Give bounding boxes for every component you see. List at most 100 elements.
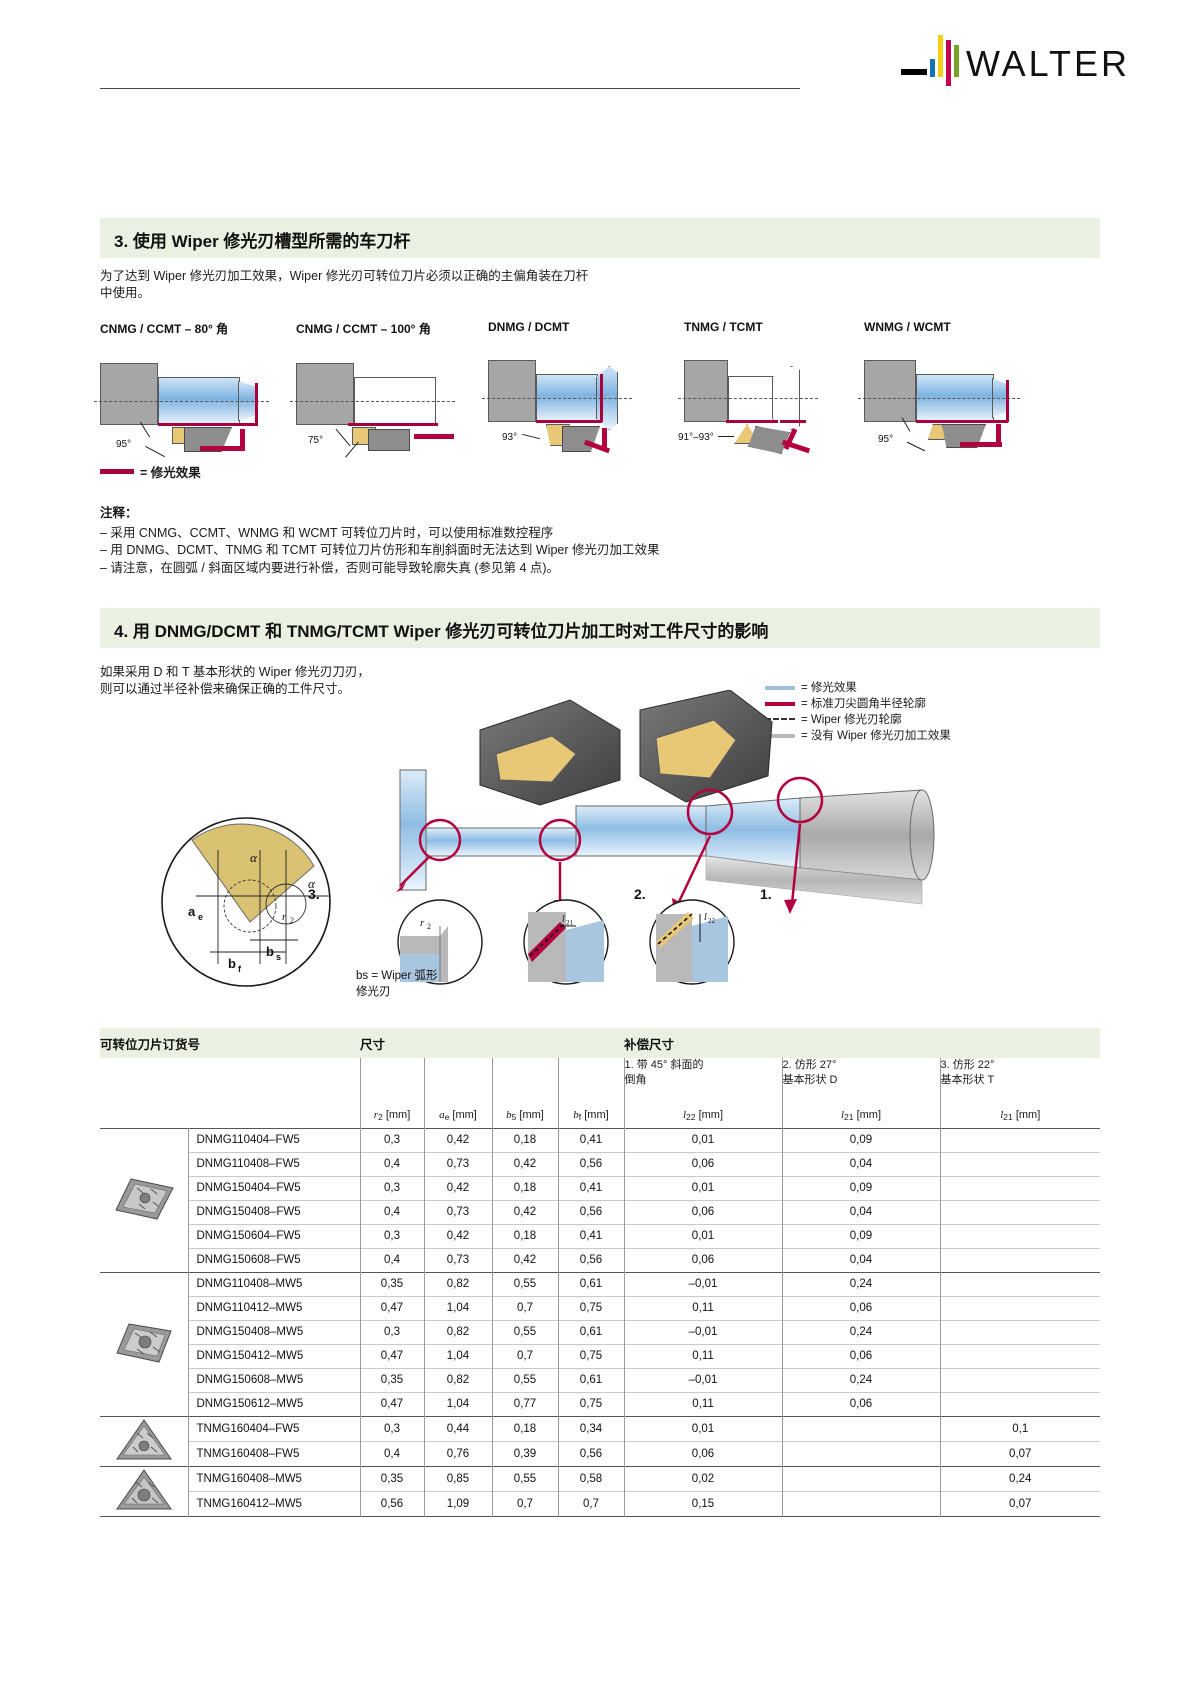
unit-header-l21-t: l21 [mm] [939, 1104, 1100, 1128]
section-4-title: 4. 用 DNMG/DCMT 和 TNMG/TCMT Wiper 修光刃可转位刀… [114, 622, 769, 641]
section-3-intro-line1: 为了达到 Wiper 修光刃加工效果，Wiper 修光刃可转位刀片必须以正确的主… [100, 269, 589, 283]
table-row: DNMG110408–FW5 0,4 0,73 0,42 0,56 0,06 0… [100, 1152, 1100, 1176]
legend-row: = Wiper 修光刃轮廓 [765, 712, 951, 728]
unit-header-r2: r2 [mm] [359, 1104, 424, 1128]
svg-text:b: b [228, 956, 236, 971]
diagram-cnmg-100: CNMG / CCMT – 100° 角 75° [290, 320, 481, 458]
diagram-caption: CNMG / CCMT – 100° 角 [296, 322, 431, 336]
legend-label: = 修光效果 [801, 682, 857, 694]
svg-text:s: s [276, 952, 281, 962]
unit-header-b5: b5 [mm] [491, 1104, 558, 1128]
diagram-caption: CNMG / CCMT – 80° 角 [100, 322, 229, 336]
table-row: TNMG160408–FW5 0,4 0,76 0,39 0,56 0,06 0… [100, 1441, 1100, 1466]
wiper-legend: = 修光效果 [100, 462, 201, 481]
note-item: – 采用 CNMG、CCMT、WNMG 和 WCMT 可转位刀片时，可以使用标准… [100, 525, 554, 540]
header-rule [100, 88, 800, 89]
diagram-figure: 95° [94, 347, 285, 458]
legend-swatch-no-wiper-icon [765, 734, 795, 738]
diagram-caption: DNMG / DCMT [488, 320, 570, 334]
legend-label: = 标准刀尖圆角半径轮廓 [801, 698, 926, 710]
bs-note: bs = Wiper 弧形 修光刃 [356, 968, 437, 1000]
insert-thumbnail-tnmg-mw5 [100, 1466, 188, 1516]
svg-text:2: 2 [427, 922, 431, 931]
diagram-wnmg-wcmt: WNMG / WCMT 95° [858, 320, 1049, 454]
logo-dash-icon [900, 69, 927, 75]
turning-illustration-svg: α α r 2 a e b f b s r 2 l 21 [161, 689, 935, 987]
insert-thumbnail-dnmg-mw5 [100, 1272, 188, 1416]
diagram-angle-label: 93° [502, 432, 518, 443]
logo-wordmark: WALTER [965, 43, 1130, 84]
table-unit-header-row: r2 [mm] ae [mm] b5 [mm] bf [mm] l22 [mm]… [100, 1104, 1100, 1128]
svg-text:f: f [238, 964, 242, 974]
svg-text:α: α [250, 850, 258, 865]
table-row: DNMG150404–FW5 0,3 0,42 0,18 0,41 0,01 0… [100, 1176, 1100, 1200]
table-row: DNMG110408–MW5 0,35 0,82 0,55 0,61 –0,01… [100, 1272, 1100, 1363]
section-3-title: 3. 使用 Wiper 修光刃槽型所需的车刀杆 [114, 232, 411, 251]
svg-text:l: l [562, 914, 565, 925]
section-3-intro: 为了达到 Wiper 修光刃加工效果，Wiper 修光刃可转位刀片必须以正确的主… [100, 268, 820, 302]
legend-swatch-standard-radius-icon [765, 702, 795, 706]
diagram-dnmg-dcmt: DNMG / DCMT 93° [482, 320, 673, 454]
note-item: – 请注意，在圆弧 / 斜面区域内要进行补偿，否则可能导致轮廓失真 (参见第 4… [100, 560, 560, 575]
legend-label: = 没有 Wiper 修光刃加工效果 [801, 730, 951, 742]
diagram-tnmg-tcmt: TNMG / TCMT 91°–93° [678, 320, 869, 454]
diagram-caption: WNMG / WCMT [864, 320, 951, 334]
svg-text:22: 22 [708, 917, 716, 925]
diagram-angle-label: 95° [878, 434, 894, 445]
section-4-illustration: α α r 2 a e b f b s r 2 l 21 [100, 689, 1100, 1020]
diagram-angle-label: 75° [308, 435, 324, 446]
diagram-angle-label: 91°–93° [678, 432, 714, 443]
group-header-order-no: 可转位刀片订货号 [100, 1028, 360, 1058]
note-item: – 用 DNMG、DCMT、TNMG 和 TCMT 可转位刀片仿形和车削斜面时无… [100, 543, 660, 557]
svg-text:r: r [282, 911, 287, 923]
section-4-legend: = 修光效果 = 标准刀尖圆角半径轮廓 = Wiper 修光刃轮廓 = 没有 W… [765, 680, 951, 744]
detail-number-2: 2. [634, 886, 646, 902]
table-subheader-row: 1. 带 45° 斜面的 倒角 2. 仿形 27° 基本形状 D 3. 仿形 2… [100, 1058, 1100, 1104]
svg-text:r: r [420, 917, 425, 929]
page-header: WALTER [0, 0, 1200, 120]
walter-logo: WALTER [900, 35, 1130, 88]
legend-swatch-wiper-effect-icon [765, 686, 795, 690]
legend-swatch-wiper-profile-icon [765, 718, 795, 722]
insert-thumbnail-dnmg-fw5 [100, 1128, 188, 1272]
subheader-45-chamfer: 1. 带 45° 斜面的 倒角 [623, 1058, 782, 1104]
table-group-header-row: 可转位刀片订货号 尺寸 补偿尺寸 [100, 1028, 1100, 1058]
table-row: TNMG160408–MW5 0,35 0,85 0,55 0,58 0,02 … [100, 1466, 1100, 1509]
table-row: DNMG110412–MW5 0,47 1,04 0,7 0,75 0,11 0… [100, 1296, 1100, 1320]
unit-header-l21-d: l21 [mm] [781, 1104, 940, 1128]
section-4-header: 4. 用 DNMG/DCMT 和 TNMG/TCMT Wiper 修光刃可转位刀… [100, 608, 1100, 648]
svg-text:a: a [188, 904, 196, 919]
legend-row: = 修光效果 [765, 680, 951, 696]
table-row: DNMG150608–FW5 0,4 0,73 0,42 0,56 0,06 0… [100, 1248, 1100, 1272]
svg-text:α: α [308, 876, 316, 891]
diagram-figure: 93° [482, 344, 673, 454]
group-header-dimensions: 尺寸 [360, 1028, 624, 1058]
subheader-copy-27: 2. 仿形 27° 基本形状 D [781, 1058, 940, 1104]
detail-number-1: 1. [760, 886, 772, 902]
table-row: DNMG150408–FW5 0,4 0,73 0,42 0,56 0,06 0… [100, 1200, 1100, 1224]
table-row: DNMG150408–MW5 0,3 0,82 0,55 0,61 –0,01 … [100, 1320, 1100, 1344]
table-row: TNMG160404–FW5 0,3 0,44 0,18 0,34 0,01 0… [100, 1416, 1100, 1459]
svg-text:2: 2 [290, 916, 294, 925]
legend-row: = 没有 Wiper 修光刃加工效果 [765, 728, 951, 744]
diagram-figure: 75° [290, 347, 481, 458]
diagram-figure: 91°–93° [678, 344, 869, 454]
unit-header-bf: bf [mm] [557, 1104, 624, 1128]
subheader-copy-22: 3. 仿形 22° 基本形状 T [939, 1058, 1100, 1104]
svg-text:l: l [704, 912, 707, 923]
diagram-angle-label: 95° [116, 439, 132, 450]
legend-row: = 标准刀尖圆角半径轮廓 [765, 696, 951, 712]
table-row: DNMG150608–MW5 0,35 0,82 0,55 0,61 –0,01… [100, 1368, 1100, 1392]
bs-note-line1: bs = Wiper 弧形 [356, 970, 438, 982]
diagram-figure: 95° [858, 344, 1049, 454]
spec-table: 可转位刀片订货号 尺寸 补偿尺寸 1. 带 45° 斜面的 倒角 2. 仿形 2… [100, 1028, 1100, 1517]
section-4-intro-line1: 如果采用 D 和 T 基本形状的 Wiper 修光刃刀刃， [100, 665, 370, 679]
section-3-notes: 注释： – 采用 CNMG、CCMT、WNMG 和 WCMT 可转位刀片时，可以… [100, 505, 659, 577]
section-4-intro-line2: 则可以通过半径补偿来确保正确的工件尺寸。 [100, 682, 351, 696]
diagram-caption: TNMG / TCMT [684, 320, 763, 334]
logo-bars-icon [929, 35, 962, 88]
bs-note-line2: 修光刃 [356, 986, 391, 998]
svg-text:b: b [266, 944, 274, 959]
wiper-legend-label: = 修光效果 [140, 466, 201, 480]
